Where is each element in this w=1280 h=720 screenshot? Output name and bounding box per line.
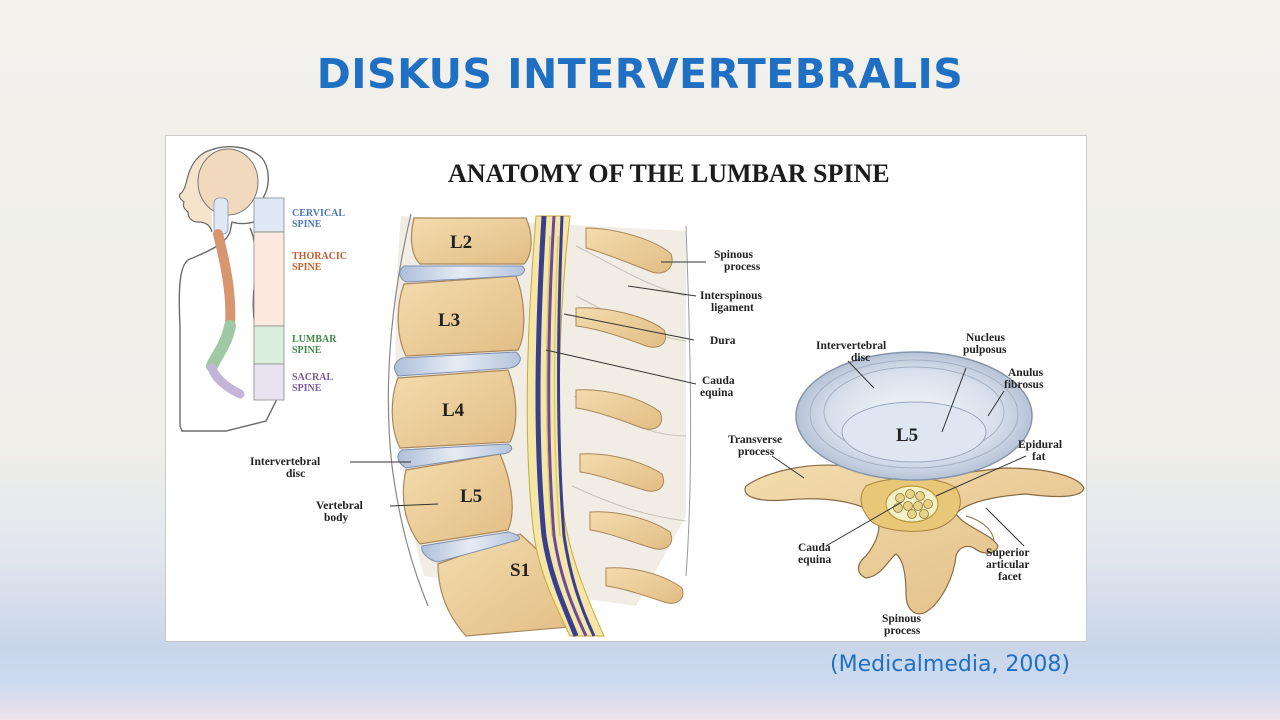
label-nucleus-pulposus-2: pulposus <box>963 344 1007 356</box>
label-spinous-process-2: process <box>724 261 761 273</box>
label-transverse-process-2: process <box>738 446 775 458</box>
label-epidural-fat: Epidural <box>1018 439 1062 451</box>
label-anulus-fibrosus-2: fibrosus <box>1004 379 1044 391</box>
region-thoracic: THORACIC <box>292 251 347 262</box>
label-axial-cauda-equina-2: equina <box>798 554 831 566</box>
label-superior-articular-facet-3: facet <box>998 571 1022 583</box>
label-axial-spinous-process-2: process <box>884 625 921 637</box>
lumbar-spine-figure: ANATOMY OF THE LUMBAR SPINE CERVICAL SPI… <box>165 135 1087 642</box>
label-axial-cauda-equina: Cauda <box>798 542 831 554</box>
region-thoracic-spine: SPINE <box>292 262 322 273</box>
spine-region-bands <box>253 197 285 401</box>
body-silhouette <box>178 146 277 432</box>
disc-l5-s1 <box>421 531 521 563</box>
region-lumbar: LUMBAR <box>292 334 337 345</box>
silhouette-spine <box>206 197 245 399</box>
label-spinous-process: Spinous <box>714 249 754 261</box>
vertebra-l2-body <box>410 217 532 265</box>
vertebra-label-l5: L5 <box>460 486 482 507</box>
vertebra-label-l3: L3 <box>438 310 460 331</box>
label-interspinous-ligament: Interspinous <box>700 290 763 302</box>
label-vertebral-body-2: body <box>324 512 349 524</box>
label-intervertebral-disc-2: disc <box>286 468 305 480</box>
axial-vertebra-label: L5 <box>896 425 918 446</box>
region-sacral-spine: SPINE <box>292 383 322 394</box>
region-sacral: SACRAL <box>292 372 333 383</box>
slide-title: DISKUS INTERVERTEBRALIS <box>316 50 964 98</box>
label-dura: Dura <box>710 335 736 347</box>
disc-l3-l4 <box>394 351 521 377</box>
disc-l4-l5 <box>397 443 513 469</box>
vertebra-label-l4: L4 <box>442 400 465 421</box>
vertebra-l4-body <box>391 369 517 449</box>
anatomy-illustration: ANATOMY OF THE LUMBAR SPINE CERVICAL SPI… <box>178 146 1085 637</box>
label-epidural-fat-2: fat <box>1032 451 1046 463</box>
label-cauda-equina-2: equina <box>700 387 733 399</box>
vertebra-label-s1: S1 <box>510 560 530 581</box>
disc-l2-l3 <box>399 265 525 283</box>
figure-title: ANATOMY OF THE LUMBAR SPINE <box>448 159 890 188</box>
label-axial-spinous-process: Spinous <box>882 613 922 625</box>
label-vertebral-body: Vertebral <box>316 500 363 512</box>
label-intervertebral-disc: Intervertebral <box>250 456 320 468</box>
vertebra-l5-body <box>402 453 513 545</box>
sagittal-section <box>387 213 692 637</box>
region-lumbar-spine: SPINE <box>292 345 322 356</box>
vertebra-label-l2: L2 <box>450 232 472 253</box>
vertebra-l3-body <box>397 275 525 357</box>
label-transverse-process: Transverse <box>728 434 782 446</box>
label-cauda-equina: Cauda <box>702 375 735 387</box>
region-cervical: CERVICAL <box>292 208 345 219</box>
label-superior-articular-facet-2: articular <box>986 559 1029 571</box>
citation: (Medicalmedia, 2008) <box>830 652 1070 677</box>
region-cervical-spine: SPINE <box>292 219 322 230</box>
label-interspinous-ligament-2: ligament <box>711 302 754 314</box>
label-anulus-fibrosus: Anulus <box>1008 367 1044 379</box>
label-nucleus-pulposus: Nucleus <box>966 332 1006 344</box>
label-superior-articular-facet: Superior <box>986 547 1029 559</box>
axial-section <box>744 351 1085 615</box>
label-axial-disc: Intervertebral <box>816 340 886 352</box>
label-axial-disc-2: disc <box>851 352 870 364</box>
